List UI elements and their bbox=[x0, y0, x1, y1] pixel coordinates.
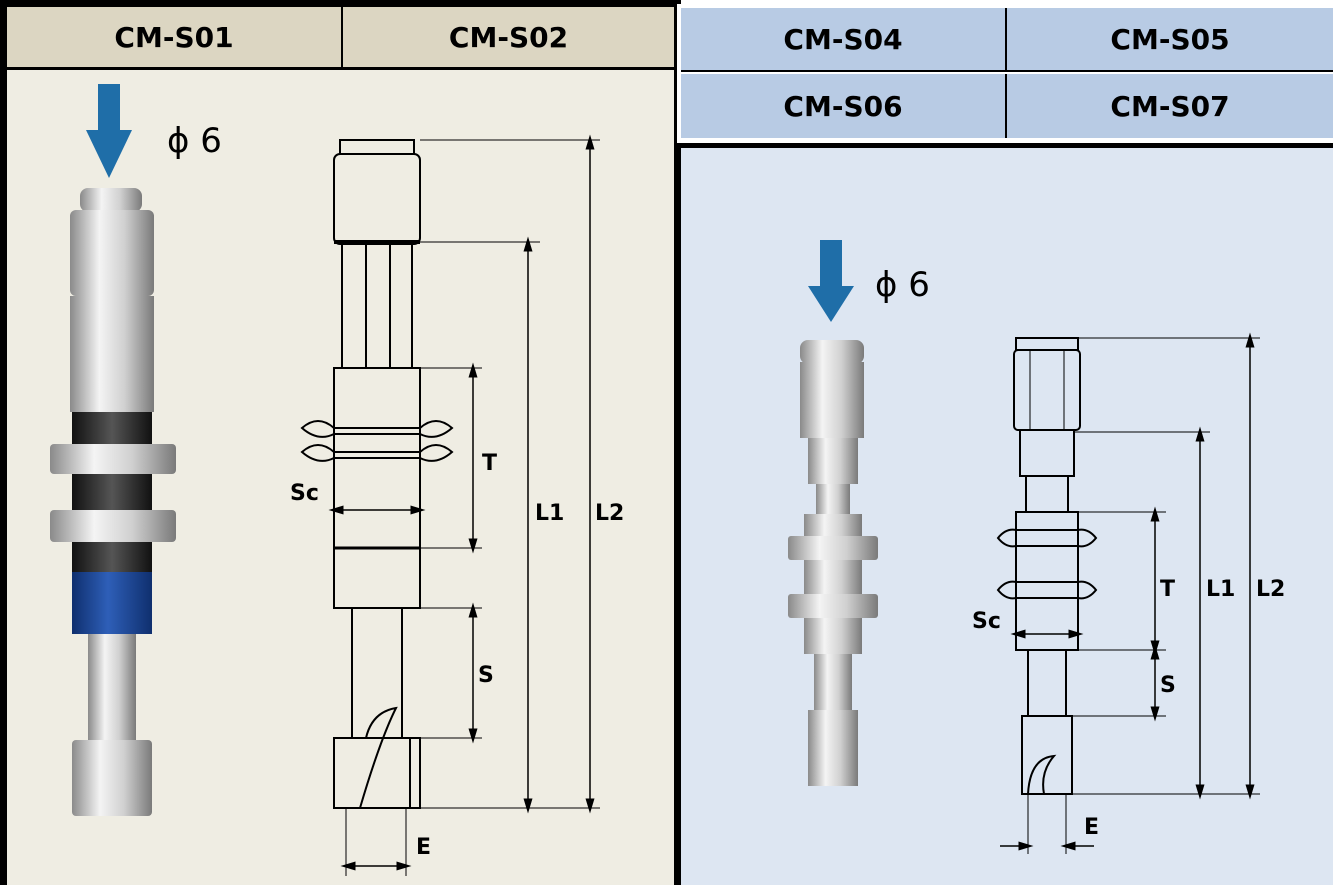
dim-label-s: S bbox=[478, 663, 494, 688]
dim-label-s-right: S bbox=[1160, 673, 1176, 698]
dim-label-e-right: E bbox=[1084, 815, 1099, 840]
drawing-cm-s02 bbox=[300, 134, 600, 876]
dim-label-t: T bbox=[482, 451, 497, 476]
flow-arrow-icon bbox=[808, 240, 854, 322]
right-header: CM-S04 CM-S05 CM-S06 CM-S07 bbox=[677, 4, 1333, 143]
dim-label-e: E bbox=[416, 835, 431, 860]
header-cm-s04: CM-S04 bbox=[681, 8, 1007, 72]
dim-label-t-right: T bbox=[1160, 577, 1175, 602]
part-render-cm-s01 bbox=[50, 84, 176, 816]
header-cm-s01: CM-S01 bbox=[7, 7, 343, 70]
drawing-cm-s05 bbox=[996, 332, 1260, 854]
port-size-label-right: ϕ 6 bbox=[875, 265, 930, 305]
dim-label-l2-right: L2 bbox=[1256, 577, 1285, 602]
header-cm-s05: CM-S05 bbox=[1007, 8, 1333, 72]
dim-label-l1-right: L1 bbox=[1206, 577, 1235, 602]
dim-label-l1: L1 bbox=[535, 501, 564, 526]
right-panel bbox=[677, 143, 1333, 885]
header-cm-s02: CM-S02 bbox=[343, 7, 674, 70]
dim-label-l2: L2 bbox=[595, 501, 624, 526]
port-size-label: ϕ 6 bbox=[167, 121, 222, 161]
part-render-cm-s04 bbox=[788, 240, 878, 786]
header-cm-s06: CM-S06 bbox=[681, 74, 1007, 138]
header-cm-s07: CM-S07 bbox=[1007, 74, 1333, 138]
dim-label-sc: Sc bbox=[290, 481, 319, 506]
dim-label-sc-right: Sc bbox=[972, 609, 1001, 634]
flow-arrow-icon bbox=[86, 84, 132, 178]
